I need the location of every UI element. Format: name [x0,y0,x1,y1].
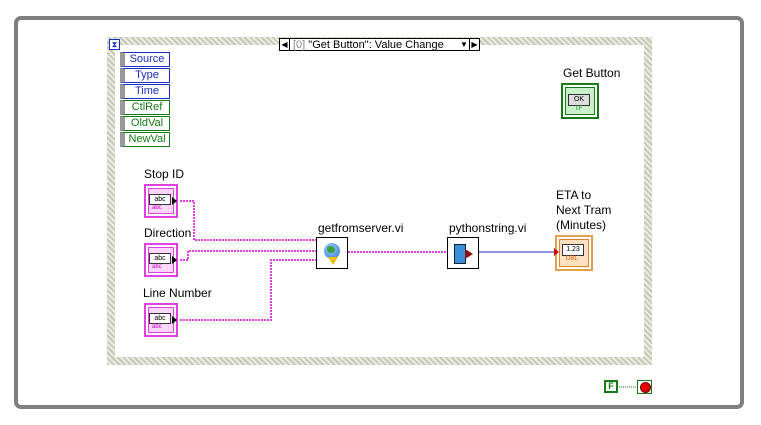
direction-label: Direction [144,226,192,240]
ok-button-face: OK [568,94,590,106]
next-case-arrow[interactable]: ▶ [469,39,479,50]
stop-icon[interactable] [637,380,652,394]
output-terminal-icon[interactable] [172,316,177,324]
stop-id-control[interactable]: abc abc [144,184,178,218]
event-data-oldval[interactable]: OldVal [120,116,170,131]
case-label[interactable]: [0] "Get Button": Value Change [290,39,459,51]
input-terminal-icon[interactable] [554,248,559,256]
stop-id-label: Stop ID [144,167,185,181]
wire-line-number [180,259,316,321]
event-data-source[interactable]: Source [120,52,170,67]
pythonstring-subvi[interactable] [447,237,479,269]
output-terminal-icon[interactable] [172,256,177,264]
line-number-type-small: abc [152,324,162,330]
chevron-down-icon[interactable]: ▼ [460,40,468,49]
case-name: "Get Button": Value Change [308,38,444,51]
event-data-type[interactable]: Type [120,68,170,83]
false-constant[interactable]: F [604,380,618,393]
event-case-selector[interactable]: ◀ [0] "Get Button": Value Change ▼ ▶ [279,38,480,51]
download-arrow-icon [328,257,338,265]
direction-type: abc [149,253,171,264]
eta-value: 1.23 [562,244,584,256]
wire-stop-id [180,200,316,241]
event-data-node[interactable]: Source Type Time CtlRef OldVal NewVal [120,52,170,148]
stop-dot [640,382,651,393]
event-structure-diagram [115,45,644,357]
get-button-control[interactable]: OK TF [561,83,599,119]
prev-case-arrow[interactable]: ◀ [280,39,290,50]
getfromserver-label: getfromserver.vi [318,221,404,235]
eta-label-line-1: ETA to [556,188,592,202]
line-number-type: abc [149,313,171,324]
output-terminal-icon[interactable] [172,197,177,205]
get-button-label: Get Button [563,66,621,80]
exit-arrow-icon [465,249,473,259]
stop-id-type-small: abc [152,205,162,211]
case-index: [0] [293,38,306,51]
wire-direction [180,250,316,261]
event-data-time[interactable]: Time [120,84,170,99]
pythonstring-label: pythonstring.vi [449,221,527,235]
eta-indicator[interactable]: 1.23 DBL [554,235,593,271]
direction-control[interactable]: abc abc [144,243,178,277]
event-data-newval[interactable]: NewVal [120,132,170,147]
eta-label-line-3: (Minutes) [556,218,607,232]
hourglass-icon: ⧗ [109,39,120,50]
event-data-ctlref[interactable]: CtlRef [120,100,170,115]
line-number-control[interactable]: abc abc [144,303,178,337]
direction-type-small: abc [152,264,162,270]
dbl-type: DBL [566,256,578,262]
eta-label: ETA to Next Tram (Minutes) [556,188,611,233]
eta-label-line-2: Next Tram [556,203,612,217]
globe-land [327,246,335,253]
getfromserver-subvi[interactable] [316,237,348,269]
line-number-label: Line Number [143,286,212,300]
boolean-type: TF [575,106,583,112]
stop-id-type: abc [149,194,171,205]
